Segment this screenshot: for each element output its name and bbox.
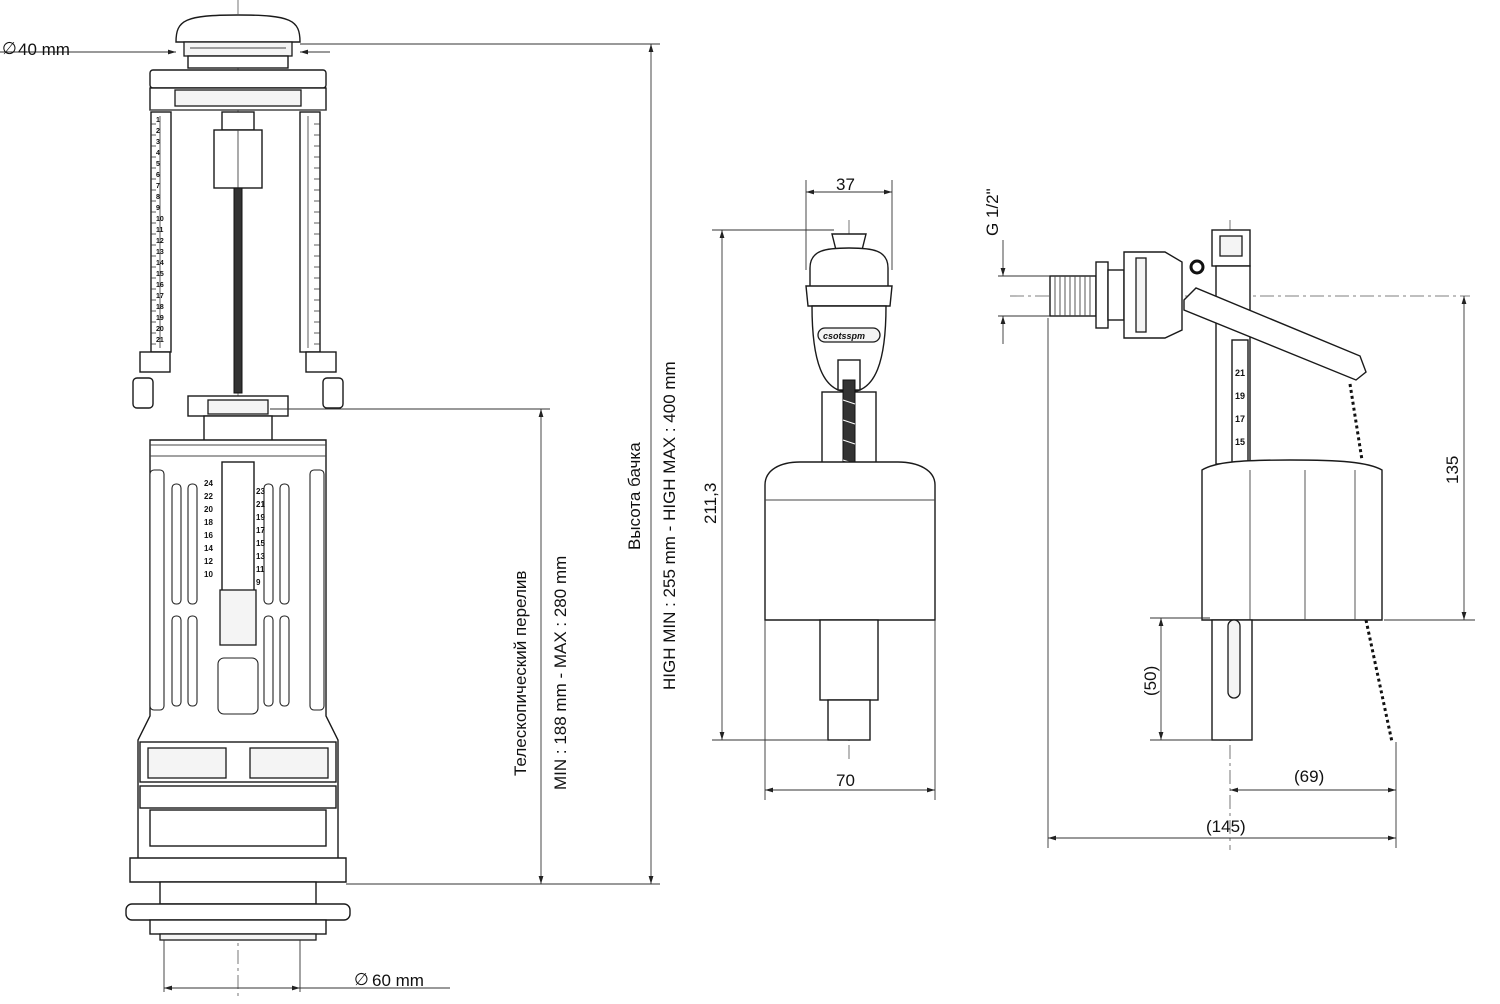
scale-number: 6 [156,172,160,179]
inner-scale-left-number: 10 [204,570,213,579]
cage-window [217,657,259,715]
inner-scale-left-number: 24 [204,479,213,488]
cage-slot [171,483,182,605]
cage-slots [149,469,325,715]
side-scale-21: 21 [1235,368,1245,378]
inner-scale-left-number: 14 [204,544,213,553]
bottom-offset-label: (50) [1141,666,1160,696]
scale-number: 20 [156,326,164,333]
scale-number: 9 [156,205,160,212]
depth-partial-label: (69) [1294,767,1324,786]
inner-scale-left-number: 18 [204,518,213,527]
inner-scale-right-number: 9 [256,578,261,587]
overflow-title: Телескопический перелив [511,571,530,776]
tank-height-title: Высота бачка [625,442,644,550]
inner-scale-right-number: 15 [256,539,265,548]
inner-scale: 24 22 20 18 16 14 12 10 23 21 19 17 15 13 11 9 [204,479,265,587]
scale-number: 17 [156,293,164,300]
scale-number: 18 [156,304,164,311]
scale-number: 5 [156,161,160,168]
front-height: 211,3 [701,483,720,524]
cage-slot [309,469,325,711]
inner-scale-right-number: 17 [256,526,265,535]
top-diameter-label: 40 mm [18,40,70,59]
fill-valve-side-drawing: 21 19 17 15 G 1/2" 135 (50) [983,188,1475,850]
inner-scale-right-number: 11 [256,565,265,574]
side-scale-17: 17 [1235,414,1245,424]
scale-number: 3 [156,139,160,146]
side-scale-19: 19 [1235,391,1245,401]
scale-number: 19 [156,315,164,322]
scale-number: 4 [156,150,160,157]
scale-number: 1 [156,117,160,124]
scale-number: 11 [156,227,164,234]
inner-scale-right-number: 21 [256,500,265,509]
svg-text:∅: ∅ [354,970,369,989]
fill-valve-front-drawing: сsotsspm 37 211,3 [701,175,936,800]
scale-number: 14 [156,260,164,267]
side-scale-15: 15 [1235,437,1245,447]
scale-number: 12 [156,238,164,245]
cage-slot [149,469,165,711]
cage-slot [187,615,198,707]
inner-scale-right-number: 23 [256,487,265,496]
scale-number: 10 [156,216,164,223]
overflow-range: MIN : 188 mm - MAX : 280 mm [551,556,570,790]
scale-number: 21 [156,337,164,344]
svg-text:сsotsspm: сsotsspm [823,331,865,341]
scale-number: 8 [156,194,160,201]
cage-slot [171,615,182,707]
scale-number: 16 [156,282,164,289]
cage-slot [187,483,198,605]
inner-scale-right-number: 19 [256,513,265,522]
depth-total-label: (145) [1206,817,1246,836]
inner-scale-left-number: 20 [204,505,213,514]
front-width-top: 37 [836,175,855,194]
tank-height-range: HIGH MIN : 255 mm - HIGH MAX : 400 mm [660,361,679,690]
inner-scale-left-number: 16 [204,531,213,540]
thread-label: G 1/2" [983,188,1002,236]
scale-number: 2 [156,128,160,135]
cage-slot [263,615,274,707]
cage-slot [279,483,290,605]
float-height-label: 135 [1443,456,1462,484]
scale-number: 13 [156,249,164,256]
inner-scale-left-number: 12 [204,557,213,566]
cage-slot [279,615,290,707]
front-width-bottom: 70 [836,771,855,790]
svg-text:∅: ∅ [2,39,17,58]
bottom-diameter-label: 60 mm [372,971,424,990]
inner-scale-right-number: 13 [256,552,265,561]
cage-slot [263,483,274,605]
scale-number: 7 [156,183,160,190]
scale-number: 15 [156,271,164,278]
inner-scale-left-number: 22 [204,492,213,501]
